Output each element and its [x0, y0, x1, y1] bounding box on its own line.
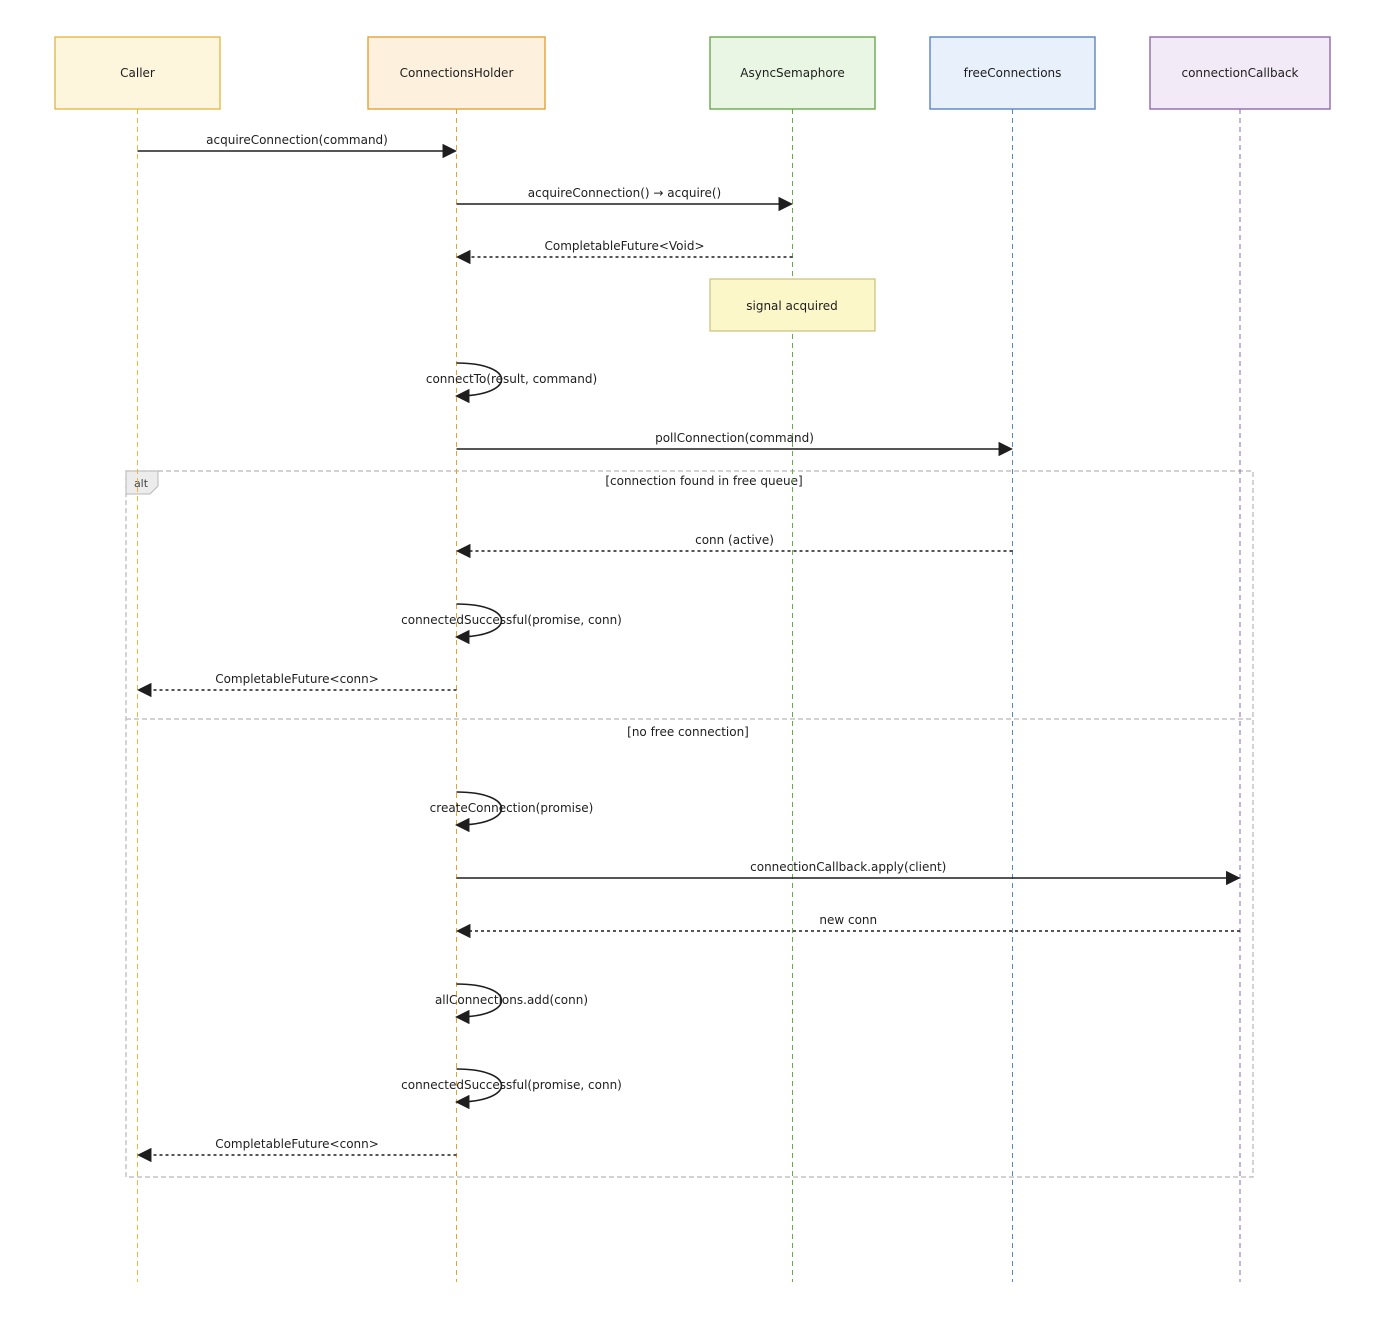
note-text: signal acquired	[746, 299, 838, 313]
self-message-arrow	[455, 362, 503, 404]
message-label: connectedSuccessful(promise, conn)	[401, 613, 622, 627]
message-connectioncallback-apply-client: connectionCallback.apply(client)	[456, 860, 1241, 886]
message-conn-active: conn (active)	[456, 533, 1013, 559]
message-label: conn (active)	[695, 533, 774, 547]
message-acquireconnection-command: acquireConnection(command)	[137, 133, 457, 159]
message-completablefuture-void: CompletableFuture<Void>	[456, 239, 793, 265]
message-label: connectionCallback.apply(client)	[750, 860, 946, 874]
alt-guard-1: [connection found in free queue]	[605, 474, 802, 488]
participant-label: freeConnections	[964, 66, 1062, 80]
participant-box	[1149, 36, 1331, 110]
participant-label: Caller	[120, 66, 155, 80]
participant-label: connectionCallback	[1181, 66, 1298, 80]
message-pollconnection-command: pollConnection(command)	[456, 431, 1013, 457]
message-label: new conn	[819, 913, 877, 927]
message-connectedsuccessful-promise-conn: connectedSuccessful(promise, conn)	[401, 603, 622, 645]
message-acquireconnection-acquire: acquireConnection() → acquire()	[456, 186, 793, 212]
message-createconnection-promise: createConnection(promise)	[430, 791, 594, 833]
self-message-arrow	[455, 791, 503, 833]
participant-asyncsemaphore: AsyncSemaphore	[709, 36, 876, 110]
message-label: connectedSuccessful(promise, conn)	[401, 1078, 622, 1092]
message-label: CompletableFuture<Void>	[544, 239, 704, 253]
self-message-arrow	[455, 1068, 503, 1110]
participant-caller: Caller	[54, 36, 221, 110]
alt-tag-box	[125, 470, 159, 495]
message-completablefuture-conn: CompletableFuture<conn>	[137, 1137, 457, 1163]
alt-frame-border	[125, 470, 1254, 1178]
self-message-arrow	[455, 983, 503, 1025]
participant-freeconnections: freeConnections	[929, 36, 1096, 110]
participant-connectionsholder: ConnectionsHolder	[367, 36, 546, 110]
message-completablefuture-conn: CompletableFuture<conn>	[137, 672, 457, 698]
participant-label: ConnectionsHolder	[400, 66, 514, 80]
alt-tag: alt	[134, 477, 149, 490]
note-box	[709, 278, 876, 332]
message-label: createConnection(promise)	[430, 801, 594, 815]
message-allconnections-add-conn: allConnections.add(conn)	[435, 983, 588, 1025]
message-label: acquireConnection(command)	[206, 133, 388, 147]
participant-label: AsyncSemaphore	[740, 66, 844, 80]
message-new-conn: new conn	[456, 913, 1240, 939]
participant-box	[367, 36, 546, 110]
participant-connectioncallback: connectionCallback	[1149, 36, 1331, 110]
self-message-arrow	[455, 603, 503, 645]
message-label: allConnections.add(conn)	[435, 993, 588, 1007]
message-connectto-result-command: connectTo(result, command)	[426, 362, 597, 404]
alt-guard-2: [no free connection]	[627, 725, 749, 739]
message-label: connectTo(result, command)	[426, 372, 597, 386]
message-label: CompletableFuture<conn>	[215, 1137, 379, 1151]
participant-box	[709, 36, 876, 110]
message-label: CompletableFuture<conn>	[215, 672, 379, 686]
alt-frame: alt [connection found in free queue] [no f…	[125, 470, 1254, 1178]
message-label: acquireConnection() → acquire()	[528, 186, 721, 200]
note-signal-acquired: signal acquired	[709, 278, 876, 332]
message-label: pollConnection(command)	[655, 431, 814, 445]
message-connectedsuccessful-promise-conn: connectedSuccessful(promise, conn)	[401, 1068, 622, 1110]
participant-box	[54, 36, 221, 110]
participant-box	[929, 36, 1096, 110]
